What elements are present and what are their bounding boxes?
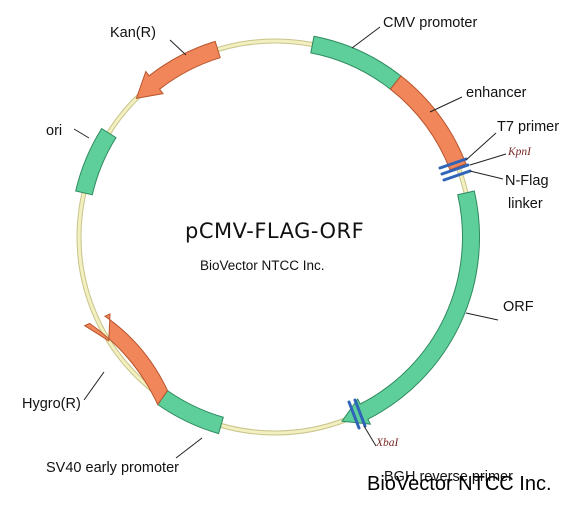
xbai-site-label: XbaI — [375, 437, 400, 449]
kan-arrow — [135, 40, 221, 100]
kpni-site-label: KpnI — [507, 146, 532, 158]
plasmid-name: pCMV-FLAG-ORF — [185, 219, 364, 243]
ori-leader-line — [73, 128, 90, 139]
enhancer-leader-line — [429, 96, 463, 113]
watermark-text: BioVector NTCC Inc. — [367, 473, 552, 495]
orf-label: ORF — [503, 299, 534, 315]
cmv-promoter-label: CMV promoter — [383, 15, 477, 31]
sv40-label: SV40 early promoter — [46, 460, 179, 476]
kan-leader-line — [169, 39, 187, 56]
bgh-reverse-primer-label: BGH reverse primer — [384, 469, 513, 485]
t7-primer-label: T7 primer — [497, 119, 559, 135]
n-flag-label: N-Flag — [505, 173, 549, 189]
cmv-promoter-segment — [310, 35, 402, 90]
ori-label: ori — [46, 123, 62, 139]
kpni-leader-line — [469, 153, 507, 166]
t7-leader-line — [465, 132, 497, 161]
hygro-leader-line — [83, 371, 105, 401]
xbai-leader-line — [363, 425, 377, 447]
ori-segment — [75, 127, 117, 196]
orf-leader-line — [465, 312, 499, 321]
linker-label: linker — [508, 196, 543, 212]
cmv-leader-line — [351, 26, 381, 49]
hygro-label: Hygro(R) — [22, 396, 81, 412]
orf-arrow — [341, 190, 481, 425]
kpni-site-marks — [438, 157, 472, 182]
xbai-site-marks — [347, 398, 367, 430]
sv40-early-promoter-segment — [157, 389, 224, 435]
company-name: BioVector NTCC Inc. — [200, 258, 325, 273]
enhancer-label: enhancer — [466, 85, 527, 101]
hygro-arrow — [83, 313, 169, 406]
enhancer-segment — [389, 75, 467, 171]
kan-label: Kan(R) — [110, 25, 156, 41]
sv40-leader-line — [175, 437, 203, 459]
nflag-leader-line — [469, 170, 504, 180]
